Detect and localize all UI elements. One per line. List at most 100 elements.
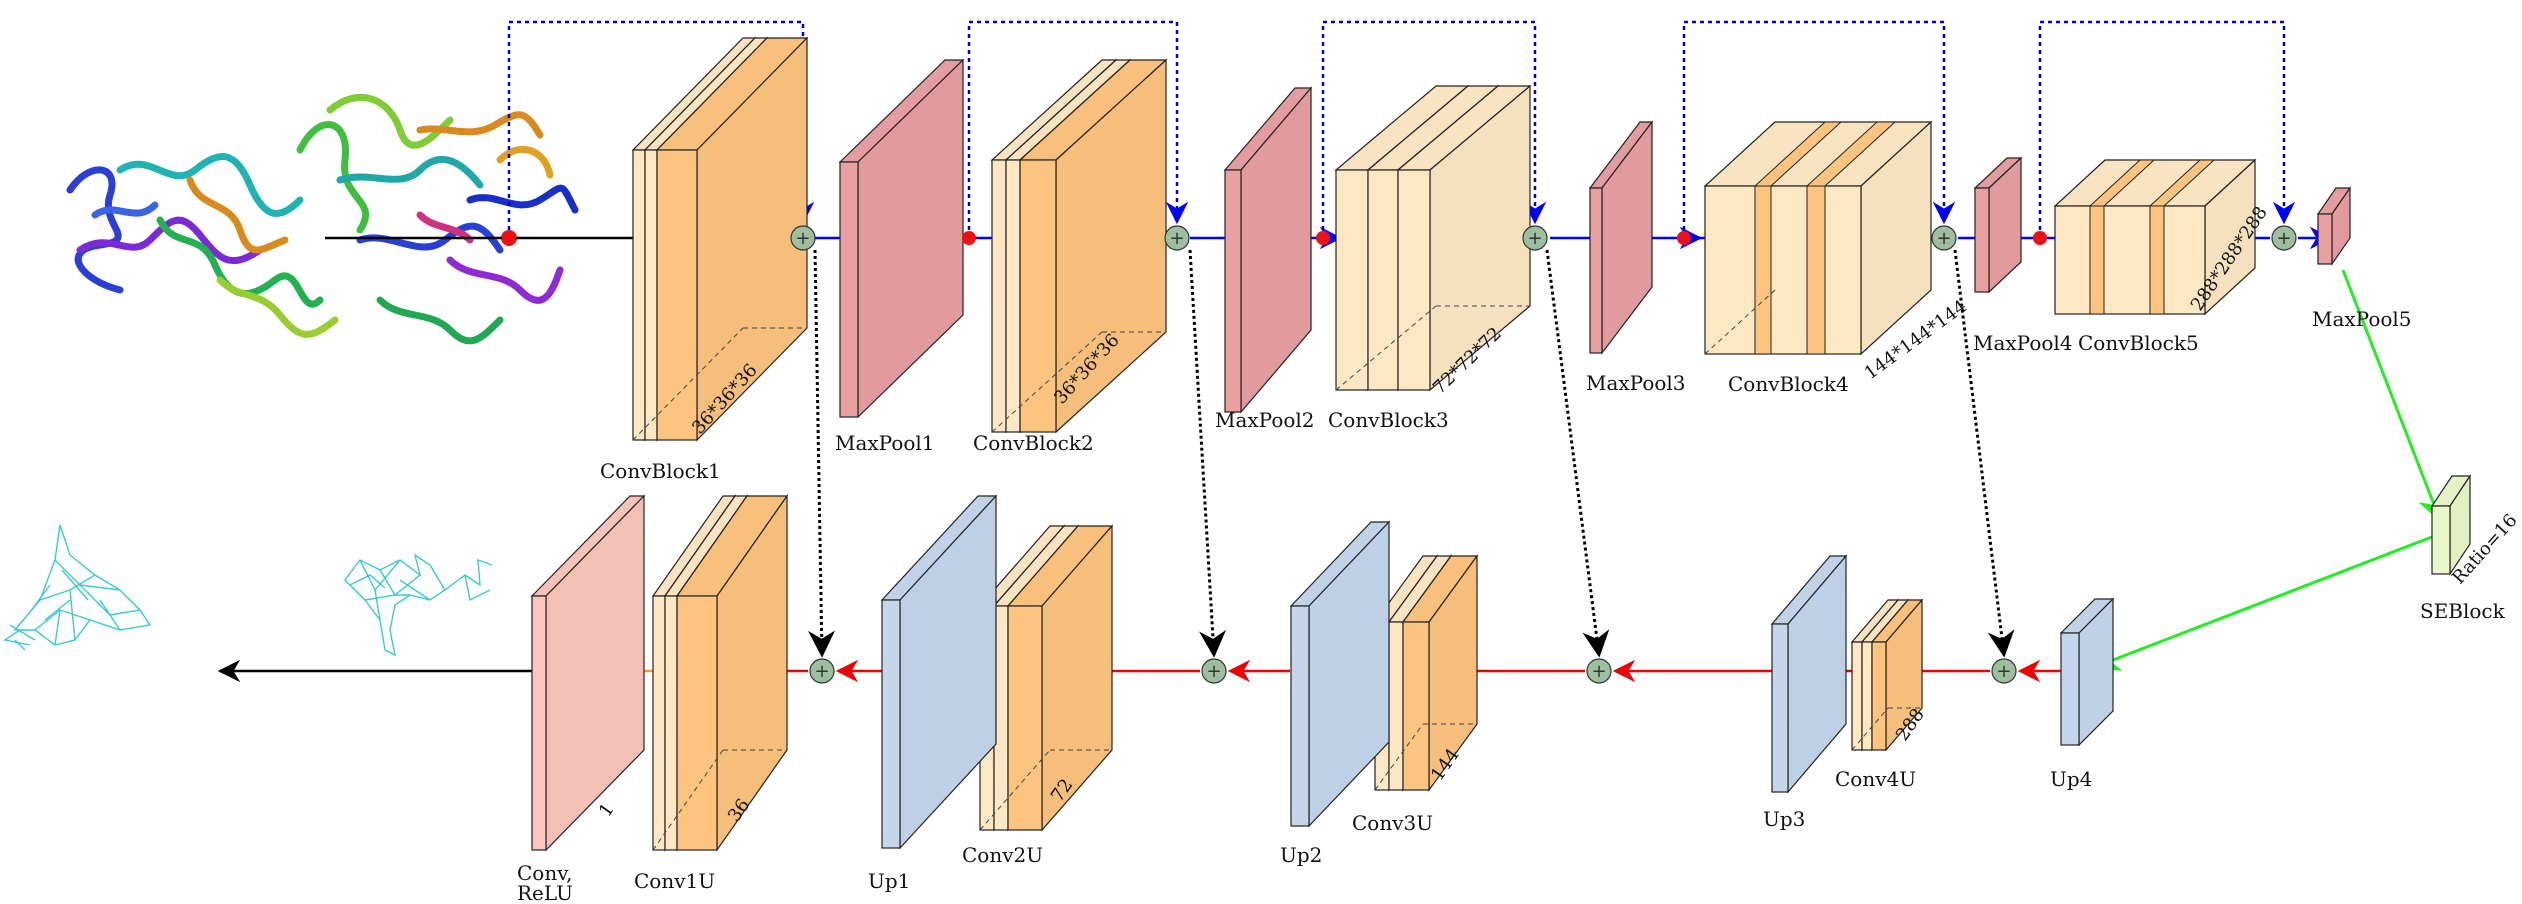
- encoder-junction-4: [1677, 231, 1691, 245]
- encoder-convblock1-slab-3-front: [656, 149, 698, 441]
- encoder-convblock2-slab-2-front: [1005, 159, 1021, 433]
- decoder-conv2u-slab-3: [1006, 524, 1114, 832]
- skip-connection-1: [1953, 249, 2015, 658]
- residual-skip-4: [1682, 20, 1956, 238]
- encoder-convblock4-band-1: [1754, 185, 1772, 355]
- encoder-maxpool3-side: [1601, 120, 1653, 355]
- encoder-convblock5-band-top-1: [2088, 159, 2156, 207]
- encoder-convblock4-band-top-1: [1753, 121, 1843, 187]
- bottleneck-seblock: [2430, 474, 2472, 576]
- decoder-label-6: Conv2U: [962, 843, 1043, 867]
- encoder-convblock1-slab-1-front: [632, 149, 646, 441]
- decoder-conv1u-slab-3-front: [676, 595, 718, 851]
- decoder-conv4u-slab-1-front: [1851, 641, 1863, 751]
- encoder-label-5: ConvBlock3: [1328, 408, 1449, 432]
- encoder-add-node-2-plus: +: [1169, 228, 1184, 249]
- decoder-add-node-4: +: [809, 658, 835, 684]
- decoder-label-2: Conv4U: [1835, 767, 1916, 791]
- encoder-label-7: ConvBlock4: [1728, 372, 1849, 396]
- decoder-conv1u-slab-1-front: [652, 595, 666, 851]
- encoder-add-node-4-plus: +: [1936, 228, 1951, 249]
- decoder-conv-relu-front: [531, 595, 547, 851]
- encoder-add-node-3: +: [1522, 225, 1548, 251]
- encoder-convblock5-band-top-2: [2148, 159, 2216, 207]
- decoder-add-node-2: +: [1586, 658, 1612, 684]
- skip-connection-3: [1188, 249, 1227, 658]
- decoder-up2-front: [1290, 605, 1310, 827]
- encoder-convblock4-band-top-2: [1805, 121, 1897, 187]
- encoder-convblock2: [990, 58, 1168, 434]
- decoder-add-node-3-plus: +: [1206, 661, 1221, 682]
- decoder-add-node-1: +: [1991, 658, 2017, 684]
- decoder-up1-front: [881, 599, 901, 849]
- encoder-convblock3-slab-1-front: [1335, 169, 1369, 391]
- bottleneck-seblock-front: [2431, 505, 2451, 575]
- encoder-add-node-3-circle: [1522, 225, 1548, 251]
- encoder-convblock3-slab-3: [1396, 84, 1532, 392]
- decoder-up3: [1770, 554, 1848, 794]
- decoder-add-node-2-circle: [1586, 658, 1612, 684]
- encoder-convblock2-slab-3-front: [1019, 159, 1057, 433]
- encoder-maxpool3-front: [1589, 187, 1603, 354]
- se-input-arrow: [2341, 269, 2444, 523]
- encoder-maxpool1-side: [857, 58, 964, 419]
- encoder-maxpool1: [838, 58, 965, 419]
- encoder-convblock2-hidden-edge-2: [991, 331, 1103, 433]
- decoder-conv4u-slab-3-front: [1871, 641, 1887, 751]
- skip-connection-2: [1545, 249, 1610, 658]
- decoder-up4: [2059, 597, 2115, 747]
- encoder-add-node-5-plus: +: [2276, 228, 2291, 249]
- encoder-add-node-1-circle: [790, 225, 816, 251]
- decoder-up3-front: [1771, 623, 1789, 793]
- encoder-maxpool4-front: [1974, 187, 1990, 293]
- encoder-add-node-5-circle: [2271, 225, 2297, 251]
- decoder-conv2u: [978, 524, 1114, 832]
- decoder-conv3u: [1373, 554, 1479, 792]
- residual-skip-2: [967, 20, 1189, 238]
- encoder-junction-5: [2033, 231, 2047, 245]
- decoder-conv4u-slab-3: [1870, 598, 1924, 752]
- decoder-conv1u: [651, 494, 789, 852]
- encoder-maxpool3: [1588, 120, 1654, 355]
- encoder-junction-1: [502, 231, 516, 245]
- encoder-maxpool2-front: [1224, 169, 1242, 413]
- encoder-maxpool2: [1223, 86, 1313, 414]
- encoder-convblock4: [1703, 120, 1933, 356]
- decoder-add-node-4-circle: [809, 658, 835, 684]
- encoder-add-node-2: +: [1164, 225, 1190, 251]
- output-mesh-illustration-left: [3, 524, 152, 651]
- encoder-label-4: MaxPool2: [1215, 408, 1315, 432]
- encoder-convblock1-slab-3: [655, 36, 809, 442]
- decoder-up4-front: [2060, 632, 2080, 746]
- encoder-convblock2-slab-1-front: [991, 159, 1007, 433]
- encoder-convblock1-hidden-edge-2: [632, 327, 744, 441]
- decoder-label-conv-line1: Conv,: [517, 861, 573, 885]
- encoder-label-9: ConvBlock5: [2078, 331, 2199, 355]
- encoder-convblock3-hidden-edge-2: [1335, 305, 1437, 391]
- decoder-up2: [1289, 520, 1391, 828]
- decoder-label-7: Up1: [868, 869, 910, 893]
- encoder-junction-3: [1316, 231, 1330, 245]
- decoder-conv1u-slab-2-front: [664, 595, 678, 851]
- decoder-conv4u-hidden-edge-2: [1851, 707, 1889, 751]
- decoder-conv3u-slab-3-front: [1402, 621, 1430, 791]
- encoder-convblock3-slab-3-front: [1397, 169, 1431, 391]
- encoder-convblock5-band-1: [2089, 205, 2105, 315]
- encoder-convblock1-slab-2-front: [644, 149, 658, 441]
- decoder-add-node-3-circle: [1201, 658, 1227, 684]
- decoder-add-node-2-plus: +: [1591, 661, 1606, 682]
- decoder-label-4: Conv3U: [1352, 811, 1433, 835]
- decoder-conv3u-hidden-edge-2: [1374, 723, 1424, 791]
- decoder-label-8: Conv1U: [634, 869, 715, 893]
- skip-connection-4: [808, 249, 836, 658]
- decoder-up3-side: [1787, 554, 1847, 794]
- output-mesh-illustration-right: [344, 553, 493, 657]
- decoder-conv1u-hidden-edge-2: [652, 749, 724, 851]
- encoder-add-node-1: +: [790, 225, 816, 251]
- decoder-add-node-3: +: [1201, 658, 1227, 684]
- encoder-maxpool1-front: [839, 161, 859, 418]
- decoder-conv-relu-side: [545, 494, 645, 852]
- encoder-convblock1: [631, 36, 809, 442]
- decoder-conv3u-slab-3: [1401, 554, 1479, 792]
